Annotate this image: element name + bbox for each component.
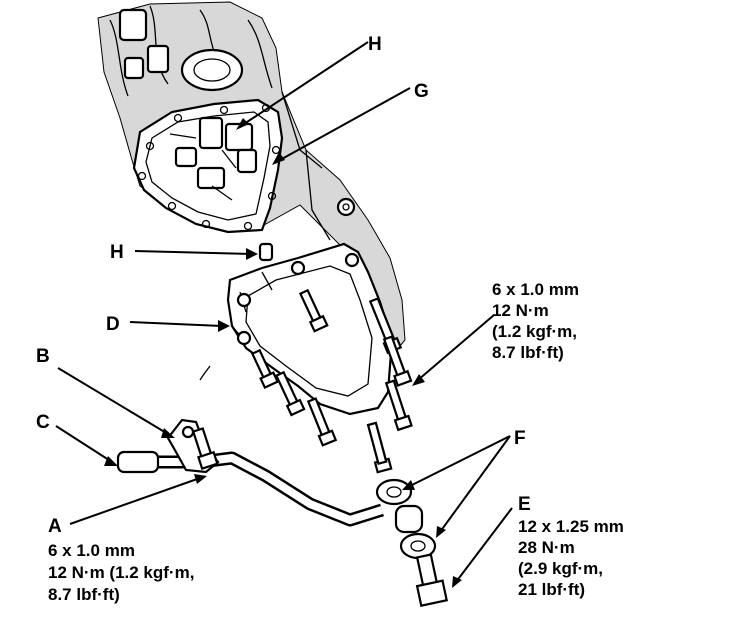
washer-f-upper bbox=[375, 478, 413, 506]
leader-lines bbox=[55, 41, 513, 588]
callout-d: D bbox=[106, 314, 120, 335]
banjo-fitting bbox=[394, 504, 424, 534]
spec-e-line-1: 12 x 1.25 mm bbox=[518, 517, 624, 536]
spec-e-line-2: 28 N·m bbox=[518, 538, 575, 557]
bolt-6 bbox=[274, 370, 306, 417]
valve-body-parts bbox=[169, 116, 258, 201]
callout-b: B bbox=[36, 346, 50, 367]
bolt-4 bbox=[384, 379, 413, 432]
spec-e-line-4: 21 lbf·ft) bbox=[518, 580, 585, 599]
bolt-3 bbox=[382, 335, 413, 387]
spec-d-line-2: 12 N·m bbox=[492, 301, 549, 320]
bolt-a bbox=[191, 427, 219, 470]
callout-h-top: H bbox=[368, 34, 382, 55]
spec-bolt-e: 12 x 1.25 mm 28 N·m (2.9 kgf·m, 21 lbf·f… bbox=[518, 517, 624, 599]
spec-bolt-a: 6 x 1.0 mm 12 N·m (1.2 kgf·m, 8.7 lbf·ft… bbox=[48, 541, 194, 604]
callout-letters: H G H D B C A F E bbox=[36, 34, 531, 537]
spec-d-line-3: (1.2 kgf·m, bbox=[492, 322, 577, 341]
callout-c: C bbox=[36, 412, 50, 433]
bolt-top-e bbox=[366, 421, 388, 466]
callout-a: A bbox=[48, 516, 62, 537]
callout-e: E bbox=[518, 494, 531, 515]
banjo-bolt-e bbox=[415, 553, 449, 607]
cover-d bbox=[226, 242, 394, 416]
spec-d-line-1: 6 x 1.0 mm bbox=[492, 280, 579, 299]
spec-d-line-4: 8.7 lbf·ft) bbox=[492, 343, 564, 362]
spec-a-line-3: 8.7 lbf·ft) bbox=[48, 585, 120, 604]
washers-and-bolt-e bbox=[366, 421, 449, 607]
callout-g: G bbox=[414, 81, 429, 102]
bolt-5 bbox=[250, 348, 280, 390]
callout-h-left: H bbox=[110, 242, 124, 263]
spec-a-line-1: 6 x 1.0 mm bbox=[48, 541, 135, 560]
pipe-c bbox=[116, 450, 160, 474]
bolt-7 bbox=[306, 397, 338, 447]
bolt-1 bbox=[298, 288, 329, 333]
pipe-assembly bbox=[116, 365, 384, 527]
spec-a-line-2: 12 N·m (1.2 kgf·m, bbox=[48, 563, 194, 582]
callout-f: F bbox=[514, 428, 526, 449]
dowel-pin-h bbox=[258, 242, 274, 262]
spec-e-line-3: (2.9 kgf·m, bbox=[518, 559, 603, 578]
spec-bolt-d: 6 x 1.0 mm 12 N·m (1.2 kgf·m, 8.7 lbf·ft… bbox=[492, 280, 579, 362]
